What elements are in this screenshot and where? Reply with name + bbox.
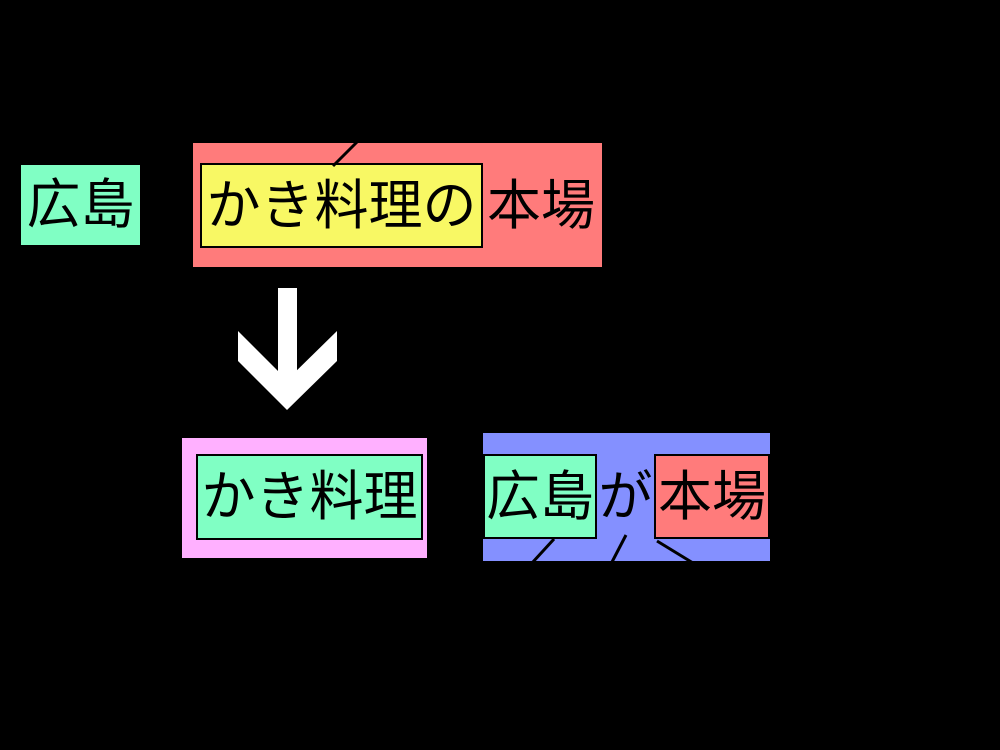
result-right-phrase-box: 広島 が 本場 xyxy=(483,433,770,561)
particle-label: が xyxy=(598,465,653,528)
topic-box: 広島 xyxy=(21,165,140,245)
result-head-box: 本場 xyxy=(654,454,770,539)
result-subject-box: 広島 xyxy=(483,454,597,539)
source-head-label: 本場 xyxy=(487,174,595,237)
down-arrow-icon xyxy=(238,288,337,410)
result-left-inner-box: かき料理 xyxy=(196,454,423,540)
source-modifier-box: かき料理の xyxy=(200,163,483,248)
result-left-phrase-box: かき料理 xyxy=(182,438,427,558)
source-phrase-box: かき料理の 本場 xyxy=(193,143,602,267)
